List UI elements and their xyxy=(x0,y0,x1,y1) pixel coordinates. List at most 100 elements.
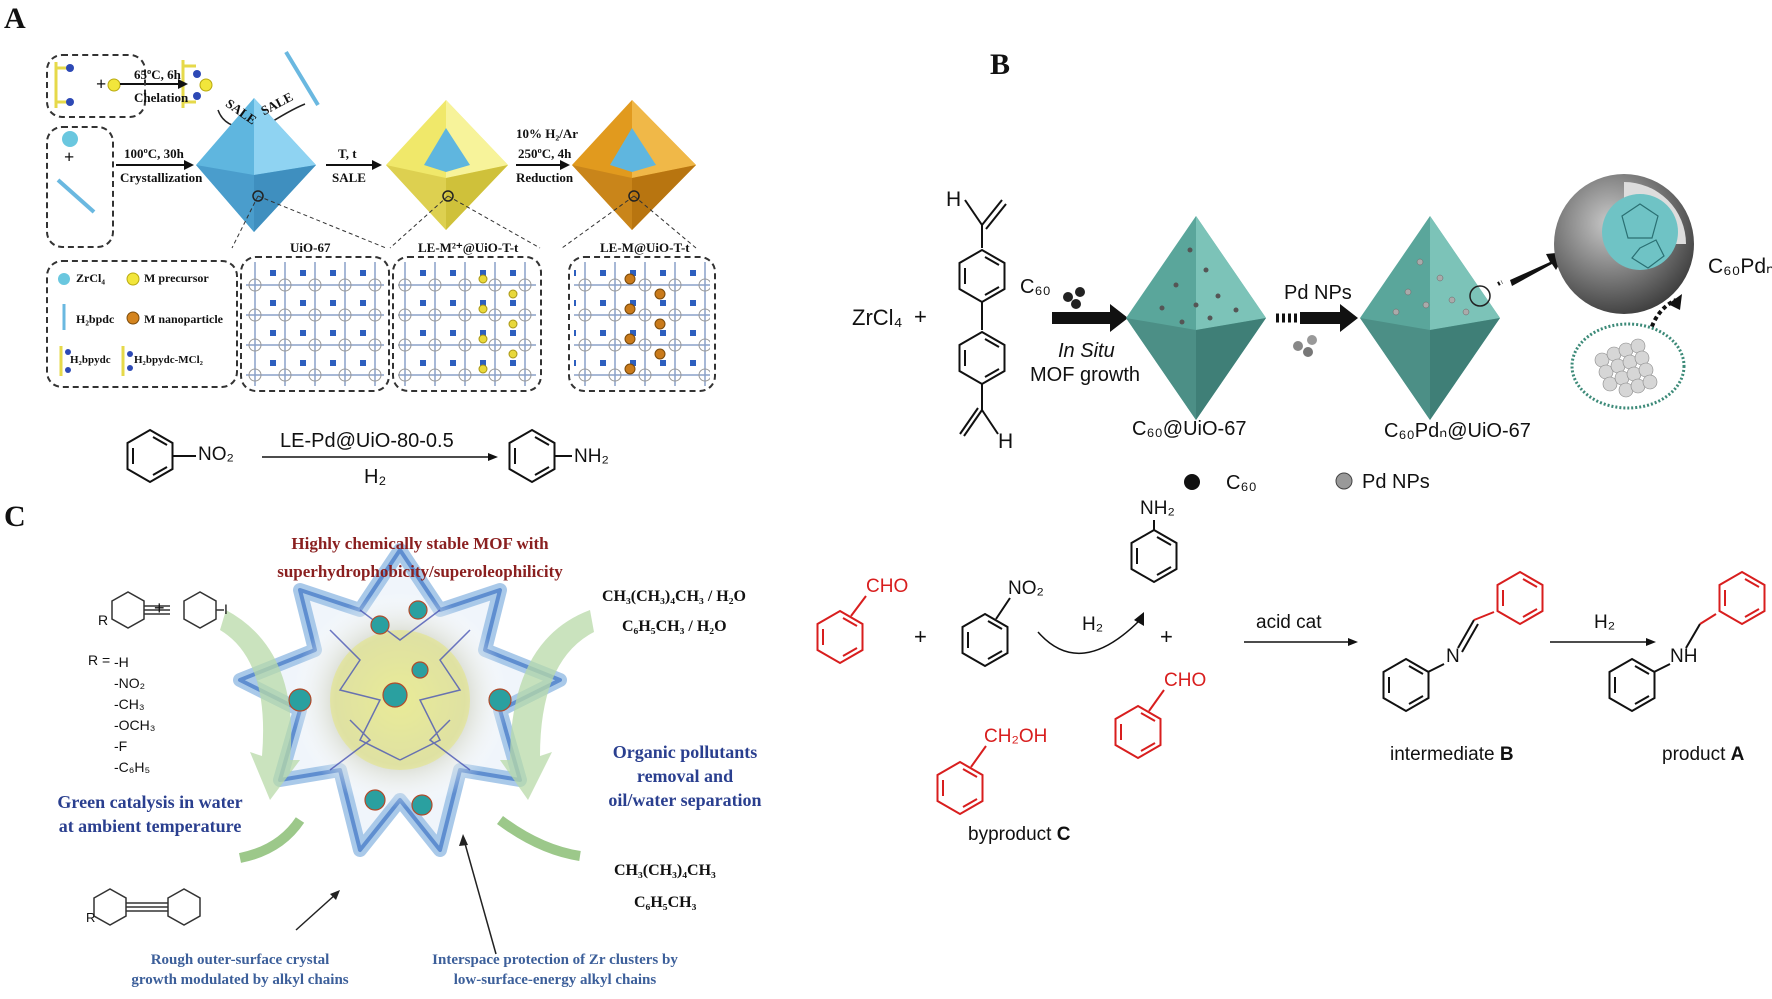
organic-pollutants-line1: Organic pollutants xyxy=(612,742,758,762)
substituent-och3: -OCH₃ xyxy=(114,717,156,733)
byproduct-label: byproduct C xyxy=(968,824,1070,846)
product-hexane: CH₃(CH₃)₄CH₃ xyxy=(614,862,716,879)
diphenylacetylene-structure xyxy=(93,888,201,926)
h2-curve-label: H₂ xyxy=(1082,614,1104,635)
byproduct-word: byproduct xyxy=(968,824,1052,845)
c60pdn-sphere xyxy=(1554,174,1694,314)
panel-letter-c: C xyxy=(4,500,26,533)
aldehyde-h-top: H xyxy=(946,188,962,211)
substituent-list: -H -NO₂ -CH₃ -OCH₃ -F -C₆H₅ xyxy=(114,652,155,778)
uio-67-octahedron xyxy=(196,98,316,232)
chelation-reactants-graphic xyxy=(54,60,213,108)
mof-label-le-m2: LE-M²⁺@UiO-T-t xyxy=(418,240,519,255)
rough-surface-line1: Rough outer-surface crystal xyxy=(150,952,330,968)
solvent-hexane-water: CH₃(CH₃)₄CH₃ / H₂O xyxy=(602,588,746,605)
iodo-label: I xyxy=(224,601,228,617)
product-toluene: C₆H₅CH₃ xyxy=(634,894,697,911)
benzyl-alcohol-ch2oh: CH₂OH xyxy=(984,726,1048,747)
substituent-h: -H xyxy=(114,654,129,670)
mof-label-uio67: UiO-67 xyxy=(290,240,331,255)
legend-m-precursor: M precursor xyxy=(144,271,209,285)
nitro-group-d: NO₂ xyxy=(1008,578,1044,599)
legend-h2bpdc: H₂bpdc xyxy=(76,312,115,326)
plus-sign-a2: + xyxy=(64,147,75,167)
legend-zrcl4: ZrCl₄ xyxy=(76,271,105,285)
panel-letter-a: A xyxy=(4,2,26,35)
c60pdn-uio67-label: C₆₀Pdₙ@UiO-67 xyxy=(1384,420,1531,442)
substituent-ch3: -CH₃ xyxy=(114,696,145,712)
chelation-box xyxy=(46,54,146,118)
sale-step-temp: T, t xyxy=(338,146,357,161)
acid-cat-label: acid cat xyxy=(1256,612,1322,633)
legend-h2bpydc: H₂bpydc xyxy=(70,354,111,366)
reaction-catalyst-label: LE-Pd@UiO-80-0.5 xyxy=(280,430,454,452)
lattice-box-3 xyxy=(568,256,716,392)
legend-box xyxy=(46,260,238,388)
legend-m-nanoparticle: M nanoparticle xyxy=(144,312,223,326)
amine-group-d: NH₂ xyxy=(1140,498,1175,519)
reaction-h2-label: H₂ xyxy=(364,466,387,488)
amine-nh-label: NH xyxy=(1670,646,1698,667)
panel-c-title-line2: superhydrophobicity/superoleophilicity xyxy=(277,562,563,581)
substituent-f: -F xyxy=(114,738,128,754)
nitro-group-a: NO₂ xyxy=(198,444,234,465)
panel-c-title-line1: Highly chemically stable MOF with xyxy=(291,534,549,553)
le-m-octahedron xyxy=(572,100,696,230)
mof-growth-label: MOF growth xyxy=(1030,364,1141,386)
green-catalysis-line1: Green catalysis in water xyxy=(57,792,243,812)
lattice-box-1 xyxy=(240,256,390,392)
product-label: product A xyxy=(1662,744,1744,766)
legend-pd-nps-label: Pd NPs xyxy=(1362,471,1430,493)
biphenyl-dialdehyde-structure xyxy=(958,199,1007,437)
reduction-label: Reduction xyxy=(516,170,574,185)
product-letter: A xyxy=(1730,744,1745,765)
c60-uio67-label: C₆₀@UiO-67 xyxy=(1132,418,1247,440)
pd-nps-label-b: Pd NPs xyxy=(1284,282,1352,304)
phenylacetylene-structure xyxy=(111,591,224,629)
benzaldehyde-cho-1: CHO xyxy=(866,576,909,597)
intermediate-label: intermediate B xyxy=(1390,744,1514,766)
precursor-box xyxy=(46,126,114,248)
r-equals-label: R = xyxy=(88,652,111,668)
lattice-box-2 xyxy=(392,256,542,392)
rough-surface-line2: growth modulated by alkyl chains xyxy=(131,972,349,988)
c60-uio-octahedron xyxy=(1126,216,1266,420)
reduction-gas: 10% H₂/Ar xyxy=(516,126,579,141)
mof-star-graphic xyxy=(233,543,567,857)
green-catalysis-line2: at ambient temperature xyxy=(58,816,242,836)
reduction-temp: 250ºC, 4h xyxy=(518,146,572,161)
chelation-label: Chelation xyxy=(134,90,189,105)
intermediate-word: intermediate xyxy=(1390,744,1495,765)
plus-sign-a: + xyxy=(96,74,107,94)
mof-label-le-m: LE-M@UiO-T-t xyxy=(600,240,690,255)
intermediate-letter: B xyxy=(1499,744,1514,765)
interspace-line1: Interspace protection of Zr clusters by xyxy=(432,952,678,968)
interspace-line2: low-surface-energy alkyl chains xyxy=(453,972,657,988)
crystallization-temp: 100ºC, 30h xyxy=(124,146,184,161)
plus-sign-c: + xyxy=(154,598,165,618)
legend-c60-label: C₆₀ xyxy=(1226,472,1257,494)
panel-letter-b: B xyxy=(990,48,1011,81)
zrcl4-label-b: ZrCl₄ xyxy=(852,305,903,330)
chelation-temp: 65ºC, 6h xyxy=(134,67,181,82)
plus-sign-b: + xyxy=(914,304,927,329)
benzaldehyde-cho-2: CHO xyxy=(1164,670,1207,691)
organic-pollutants-line2: removal and xyxy=(636,766,734,786)
substituent-c6h5: -C₆H₅ xyxy=(114,759,151,775)
in-situ-label: In Situ xyxy=(1058,340,1115,362)
c60-label-b: C₆₀ xyxy=(1020,276,1051,298)
imine-n-label: N xyxy=(1446,646,1460,667)
legend-h2bpydc-mcl2: H₂bpydc-MCl₂ xyxy=(134,354,203,366)
plus-sign-d2: + xyxy=(1160,624,1173,649)
solvent-toluene-water: C₆H₅CH₃ / H₂O xyxy=(622,618,727,635)
aldehyde-h-bottom: H xyxy=(998,430,1014,453)
crystallization-label: Crystallization xyxy=(120,170,203,185)
r-group-reactant: R xyxy=(98,612,109,628)
h2-label-d: H₂ xyxy=(1594,612,1616,633)
substituent-no2: -NO₂ xyxy=(114,675,146,691)
r-group-product: R xyxy=(86,910,96,925)
amine-group-a: NH₂ xyxy=(574,446,609,467)
organic-pollutants-line3: oil/water separation xyxy=(608,790,762,810)
byproduct-letter: C xyxy=(1056,824,1071,845)
